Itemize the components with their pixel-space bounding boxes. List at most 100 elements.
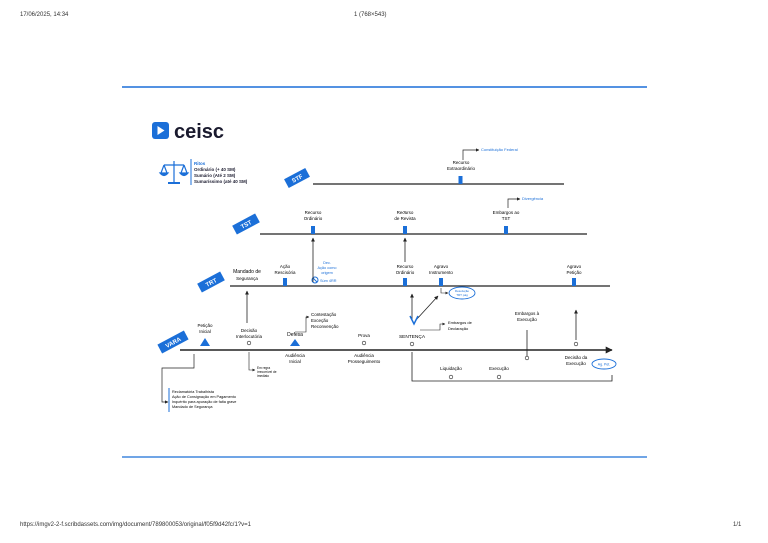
level-connectors bbox=[245, 211, 578, 358]
vara-embargos-execucao-l1: Embargos à bbox=[515, 311, 540, 316]
legend-item-0: Ordinário (+ 40 SM) bbox=[194, 167, 236, 172]
vara-small-note-l3: imediato bbox=[257, 374, 269, 378]
vara-execucao: Execução bbox=[489, 366, 509, 371]
legend-item-2: Sumaríssimo (até 40 SM) bbox=[194, 179, 248, 184]
trt-marker-agravo-instrumento bbox=[439, 278, 443, 286]
vara-node-prova bbox=[361, 340, 367, 346]
vara-bubble-text: Ag. Pet. bbox=[598, 363, 610, 367]
vara-embargos-declaracao-connector bbox=[420, 322, 446, 331]
vara-sentenca-mark bbox=[409, 315, 419, 326]
vara-embargos-execucao-l2: Execução bbox=[517, 317, 537, 322]
trt-note-l3: origem bbox=[321, 271, 333, 275]
tst-marker-embargos bbox=[504, 226, 508, 234]
vara-bottom-list-0: Reclamatória Trabalhista bbox=[172, 390, 215, 394]
vara-peticao-inicial-l2: Inicial bbox=[199, 329, 211, 334]
stf-constituicao-label: Constituição Federal bbox=[481, 147, 518, 152]
stf-level: STF Recurso Extraordinário Constituição … bbox=[284, 147, 564, 189]
vara-decisao-execucao-l2: Execução bbox=[566, 361, 586, 366]
vara-decisao-interlocutoria-l2: Interlocutória bbox=[236, 334, 263, 339]
trt-note-l4: Súm 4RR bbox=[320, 279, 337, 283]
stf-recurso-extraordinario-l2: Extraordinário bbox=[447, 166, 476, 171]
ceisc-logo: ceisc bbox=[152, 121, 224, 143]
trt-agravo-peticao-l2: Petição bbox=[566, 270, 582, 275]
tst-level: TST Recurso Ordinário Recurso de Revista… bbox=[232, 196, 587, 235]
vara-bottom-list-2: Inquérito para apuração de falta grave bbox=[172, 400, 236, 404]
vara-bottom-list-1: Ação de Consignação em Pagamento bbox=[172, 395, 236, 399]
tst-recurso-revista-l2: de Revista bbox=[394, 216, 416, 221]
vara-node-decisao bbox=[246, 340, 252, 346]
trt-mandado-seguranca-l2: Segurança bbox=[236, 276, 258, 281]
trt-marker-recurso-ordinario bbox=[403, 278, 407, 286]
vara-execution-bracket bbox=[411, 352, 613, 382]
tst-divergencia-arrow bbox=[507, 197, 521, 208]
print-page-number: 1/1 bbox=[733, 522, 742, 528]
vara-peticao-arrow bbox=[200, 338, 210, 346]
print-datetime: 17/06/2025, 14:34 bbox=[20, 12, 69, 18]
vara-bottom-list-connector bbox=[161, 354, 195, 404]
vara-defesa: Defesa bbox=[287, 332, 303, 338]
svg-text:TST: TST bbox=[240, 220, 253, 231]
tst-embargos-l2: TST bbox=[502, 216, 511, 221]
vara-bubble bbox=[591, 358, 617, 370]
legend: Ritos Ordinário (+ 40 SM) Sumário (Até 2… bbox=[158, 159, 248, 185]
logo-text: ceisc bbox=[174, 121, 224, 143]
vara-node-decisao-execucao bbox=[573, 341, 579, 347]
vara-liquidacao: Liquidação bbox=[440, 366, 462, 371]
vara-defesa-arrow bbox=[290, 339, 300, 346]
vara-audiencia-inicial-l2: Inicial bbox=[289, 359, 301, 364]
tst-divergencia-label: Divergência bbox=[522, 196, 544, 201]
vara-node-liquidacao bbox=[448, 374, 454, 380]
trt-agravo-instrumento-l2: Instrumento bbox=[429, 270, 453, 275]
trt-bubble-l1: Resolução bbox=[455, 289, 470, 293]
trt-recurso-ordinario-l2: Ordinário bbox=[396, 270, 415, 275]
trt-agravo-instrumento-l1: Agravo bbox=[434, 264, 449, 269]
trt-recurso-ordinario-l1: Recurso bbox=[397, 264, 414, 269]
svg-text:STF: STF bbox=[291, 174, 304, 185]
tst-marker-recurso-ordinario bbox=[311, 226, 315, 234]
trt-bubble-l2: TRT pág bbox=[456, 293, 468, 297]
stf-marker bbox=[458, 176, 463, 184]
legend-item-1: Sumário (Até 2 SM) bbox=[194, 173, 236, 178]
trt-acao-rescisoria-l1: Ação bbox=[280, 264, 291, 269]
vara-audiencia-prosseguimento-l1: Audiência bbox=[354, 353, 374, 358]
vara-audiencia-prosseguimento-l2: Prosseguimento bbox=[348, 359, 381, 364]
scales-icon bbox=[158, 161, 190, 184]
vara-sentenca: SENTENÇA bbox=[399, 334, 426, 340]
vara-node-embargos-execucao bbox=[524, 355, 530, 361]
court-tag-stf: STF bbox=[284, 167, 310, 189]
tst-recurso-ordinario-l1: Recurso bbox=[305, 210, 322, 215]
vara-prova: Prova bbox=[358, 333, 370, 338]
vara-decisao-execucao-l1: Decisão da bbox=[565, 355, 588, 360]
stf-constituicao-arrow bbox=[462, 148, 480, 160]
vara-level: VARA Petição Inicial Decisão Interlocutó… bbox=[157, 311, 617, 412]
vara-contestacao-l1: Contestação bbox=[311, 312, 337, 317]
stf-recurso-extraordinario-l1: Recurso bbox=[453, 160, 470, 165]
trt-mandado-seguranca-l1: Mandado de bbox=[233, 269, 261, 275]
trt-agravo-peticao-l1: Agravo bbox=[567, 264, 582, 269]
vara-audiencia-inicial-l1: Audiência bbox=[285, 353, 305, 358]
trt-note-l1: Dec. bbox=[323, 261, 331, 265]
tst-marker-recurso-revista bbox=[403, 226, 407, 234]
vara-contestacao-l2: Exceção bbox=[311, 318, 329, 323]
vara-bottom-list-3: Mandado de Segurança bbox=[172, 405, 213, 409]
prohibited-icon bbox=[311, 276, 319, 284]
vara-embargos-declaracao-l2: Declaração bbox=[448, 326, 469, 331]
vara-small-note-l2: irrecorrível de bbox=[257, 370, 277, 374]
vara-contestacao-l3: Reconvenção bbox=[311, 324, 339, 329]
vara-small-note-connector bbox=[248, 352, 256, 372]
trt-marker-acao-rescisoria bbox=[283, 278, 287, 286]
vara-peticao-inicial-l1: Petição bbox=[197, 323, 213, 328]
svg-text:TRT: TRT bbox=[205, 278, 218, 289]
vara-small-note-l1: Em regra bbox=[257, 366, 270, 370]
legend-title: Ritos bbox=[194, 161, 206, 166]
trt-marker-agravo-peticao bbox=[572, 278, 576, 286]
print-url: https://imgv2-2-f.scribdassets.com/img/d… bbox=[20, 522, 251, 528]
print-page-title: 1 (768×543) bbox=[354, 12, 387, 18]
vara-embargos-declaracao-l1: Embargos de bbox=[448, 320, 473, 325]
trt-level: TRT Mandado de Segurança Ação Rescisória… bbox=[197, 261, 610, 300]
vara-node-execucao bbox=[496, 374, 502, 380]
vara-decisao-interlocutoria-l1: Decisão bbox=[241, 328, 258, 333]
trt-bubble bbox=[448, 286, 476, 300]
court-tag-tst: TST bbox=[232, 213, 260, 235]
